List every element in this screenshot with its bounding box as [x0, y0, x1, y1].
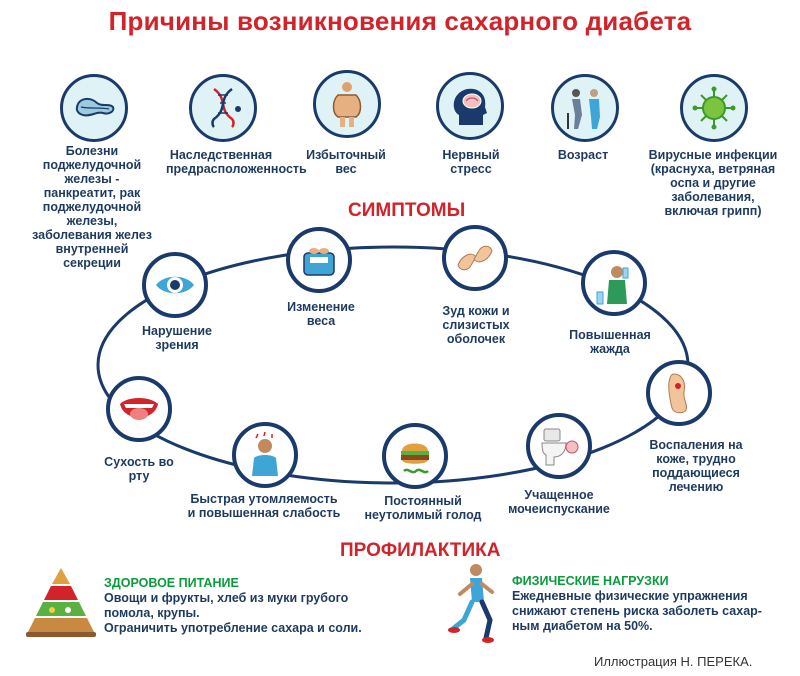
- symptoms-title: СИМПТОМЫ: [348, 200, 466, 221]
- exercise-line-2: снижают степень риска заболеть сахар-: [512, 604, 762, 618]
- symptom-urination: [526, 413, 592, 479]
- symptom-label-urination: Учащенное мочеиспускание: [508, 488, 610, 516]
- drinking-person-icon: [596, 266, 629, 305]
- symptom-hunger: [382, 423, 448, 489]
- prevention-title: ПРОФИЛАКТИКА: [340, 540, 501, 561]
- cause-label-heredity: Наследственная предрасположенность: [166, 148, 307, 176]
- pancreas-icon: [75, 97, 115, 117]
- cause-age: [551, 74, 619, 142]
- elderly-people-icon: [567, 89, 600, 129]
- exercise-line-1: Ежедневные физические упражнения: [512, 589, 748, 603]
- symptom-itching: [442, 225, 508, 291]
- nutrition-line-3: Ограничить употребление сахара и соли.: [104, 621, 362, 635]
- symptom-label-thirst: Повышенная жажда: [569, 328, 651, 356]
- symptom-vision: [142, 252, 208, 318]
- dna-icon: [211, 87, 241, 128]
- symptom-dry-mouth: [106, 376, 172, 442]
- nutrition-line-1: Овощи и фрукты, хлеб из муки грубого: [104, 591, 349, 605]
- runner-icon: [448, 564, 494, 643]
- burger-icon: [401, 443, 429, 474]
- symptom-label-itching: Зуд кожи и слизистых оболочек: [442, 304, 510, 346]
- dry-mouth-icon: [120, 398, 158, 420]
- nutrition-heading: ЗДОРОВОЕ ПИТАНИЕ: [104, 576, 239, 590]
- cause-label-virus: Вирусные инфекции (краснуха, ветряная ос…: [648, 148, 778, 218]
- page-title: Причины возникновения сахарного диабета: [108, 6, 692, 36]
- symptom-label-skin: Воспаления на коже, трудно поддающиеся л…: [649, 438, 743, 494]
- exercise-heading: ФИЗИЧЕСКИЕ НАГРУЗКИ: [512, 574, 669, 588]
- symptom-fatigue: [232, 422, 298, 488]
- cause-label-pancreas: Болезни поджелудочной железы - панкреати…: [32, 144, 152, 270]
- eye-icon: [156, 276, 194, 294]
- cause-stress: [436, 72, 504, 140]
- symptom-label-dry-mouth: Сухость во рту: [104, 455, 174, 483]
- symptom-label-hunger: Постоянный неутолимый голод: [364, 494, 482, 522]
- symptom-skin: [646, 360, 712, 426]
- symptom-label-fatigue: Быстрая утомляемость и повышенная слабос…: [187, 492, 341, 520]
- virus-icon: [692, 86, 736, 130]
- symptom-weight: [286, 227, 352, 293]
- scale-icon: [303, 248, 335, 276]
- cause-virus: [680, 74, 748, 142]
- foot-wound-icon: [668, 373, 687, 414]
- exercise-line-3: ным диабетом на 50%.: [512, 619, 653, 633]
- cause-heredity: [189, 74, 257, 142]
- food-pyramid-icon: [26, 568, 96, 637]
- tired-person-icon: [252, 432, 278, 476]
- cause-overweight: [313, 70, 381, 138]
- nutrition-line-2: помола, крупы.: [104, 606, 200, 620]
- cause-pancreas: [60, 74, 128, 142]
- illustration-credit: Иллюстрация Н. ПЕРЕКА.: [594, 654, 753, 669]
- overweight-body-icon: [332, 82, 362, 127]
- cause-label-stress: Нервный стресс: [442, 148, 500, 176]
- toilet-icon: [541, 428, 579, 466]
- symptom-thirst: [581, 250, 647, 316]
- cause-label-overweight: Избыточный вес: [306, 148, 386, 176]
- symptom-label-vision: Нарушение зрения: [142, 324, 212, 352]
- itching-hands-icon: [457, 245, 493, 271]
- symptom-label-weight: Изменение веса: [287, 300, 355, 328]
- brain-stress-icon: [453, 88, 487, 125]
- cause-label-age: Возраст: [557, 148, 609, 162]
